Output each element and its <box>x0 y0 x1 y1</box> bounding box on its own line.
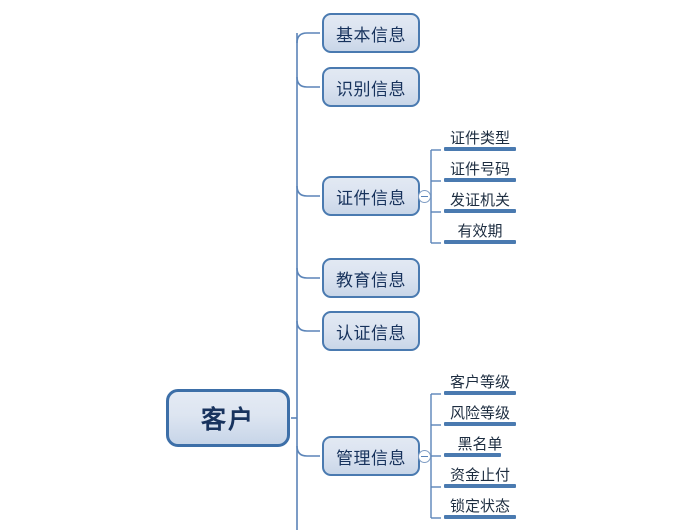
leaf-item[interactable]: 客户等级 <box>444 368 516 395</box>
elbow-certificate <box>296 185 320 197</box>
branch-node-certificate-info[interactable]: 证件信息 <box>322 176 420 216</box>
leaf-label: 黑名单 <box>457 434 503 453</box>
branch-node-identify-info[interactable]: 识别信息 <box>322 67 420 107</box>
leaf-label: 发证机关 <box>449 190 510 209</box>
branch-node-auth-info[interactable]: 认证信息 <box>322 311 420 351</box>
leaf-underline <box>444 484 516 488</box>
leaf-item[interactable]: 黑名单 <box>444 430 516 457</box>
branch-node-basic-info[interactable]: 基本信息 <box>322 13 420 53</box>
collapse-icon-certificate[interactable] <box>418 190 431 203</box>
leaf-label: 有效期 <box>457 221 503 240</box>
branch-node-management-info[interactable]: 管理信息 <box>322 436 420 476</box>
branch-label: 基本信息 <box>336 25 406 46</box>
branch-label: 证件信息 <box>336 188 406 209</box>
leaf-item[interactable]: 锁定状态 <box>444 492 516 519</box>
leaf-label: 证件号码 <box>449 159 510 178</box>
leaf-underline <box>444 453 501 457</box>
elbow-identify <box>296 76 320 88</box>
leaf-item[interactable]: 有效期 <box>444 217 516 244</box>
branch-label: 认证信息 <box>336 323 406 344</box>
leaf-label: 资金止付 <box>449 465 510 484</box>
leaf-item[interactable]: 风险等级 <box>444 399 516 426</box>
leaf-underline <box>444 147 516 151</box>
leaf-item[interactable]: 发证机关 <box>444 186 516 213</box>
collapse-icon-management[interactable] <box>418 450 431 463</box>
branch-label: 识别信息 <box>336 79 406 100</box>
leaf-label: 客户等级 <box>449 372 510 391</box>
leaf-item[interactable]: 证件类型 <box>444 124 516 151</box>
leaf-underline <box>444 240 516 244</box>
leaf-underline <box>444 422 516 426</box>
elbow-management <box>296 445 320 457</box>
leaf-underline <box>444 209 516 213</box>
leaf-item[interactable]: 资金止付 <box>444 461 516 488</box>
elbow-basic <box>296 32 320 44</box>
mindmap-root-node[interactable]: 客户 <box>166 389 290 447</box>
branch-label: 管理信息 <box>336 448 406 469</box>
leaf-underline <box>444 391 516 395</box>
elbow-education <box>296 267 320 279</box>
root-label: 客户 <box>200 405 255 434</box>
branch-label: 教育信息 <box>336 270 406 291</box>
leaf-label: 证件类型 <box>449 128 510 147</box>
leaf-label: 锁定状态 <box>449 496 510 515</box>
leaf-underline <box>444 178 516 182</box>
leaf-label: 风险等级 <box>449 403 510 422</box>
branch-node-education-info[interactable]: 教育信息 <box>322 258 420 298</box>
leaf-item[interactable]: 证件号码 <box>444 155 516 182</box>
leaf-underline <box>444 515 516 519</box>
elbow-auth <box>296 320 320 332</box>
